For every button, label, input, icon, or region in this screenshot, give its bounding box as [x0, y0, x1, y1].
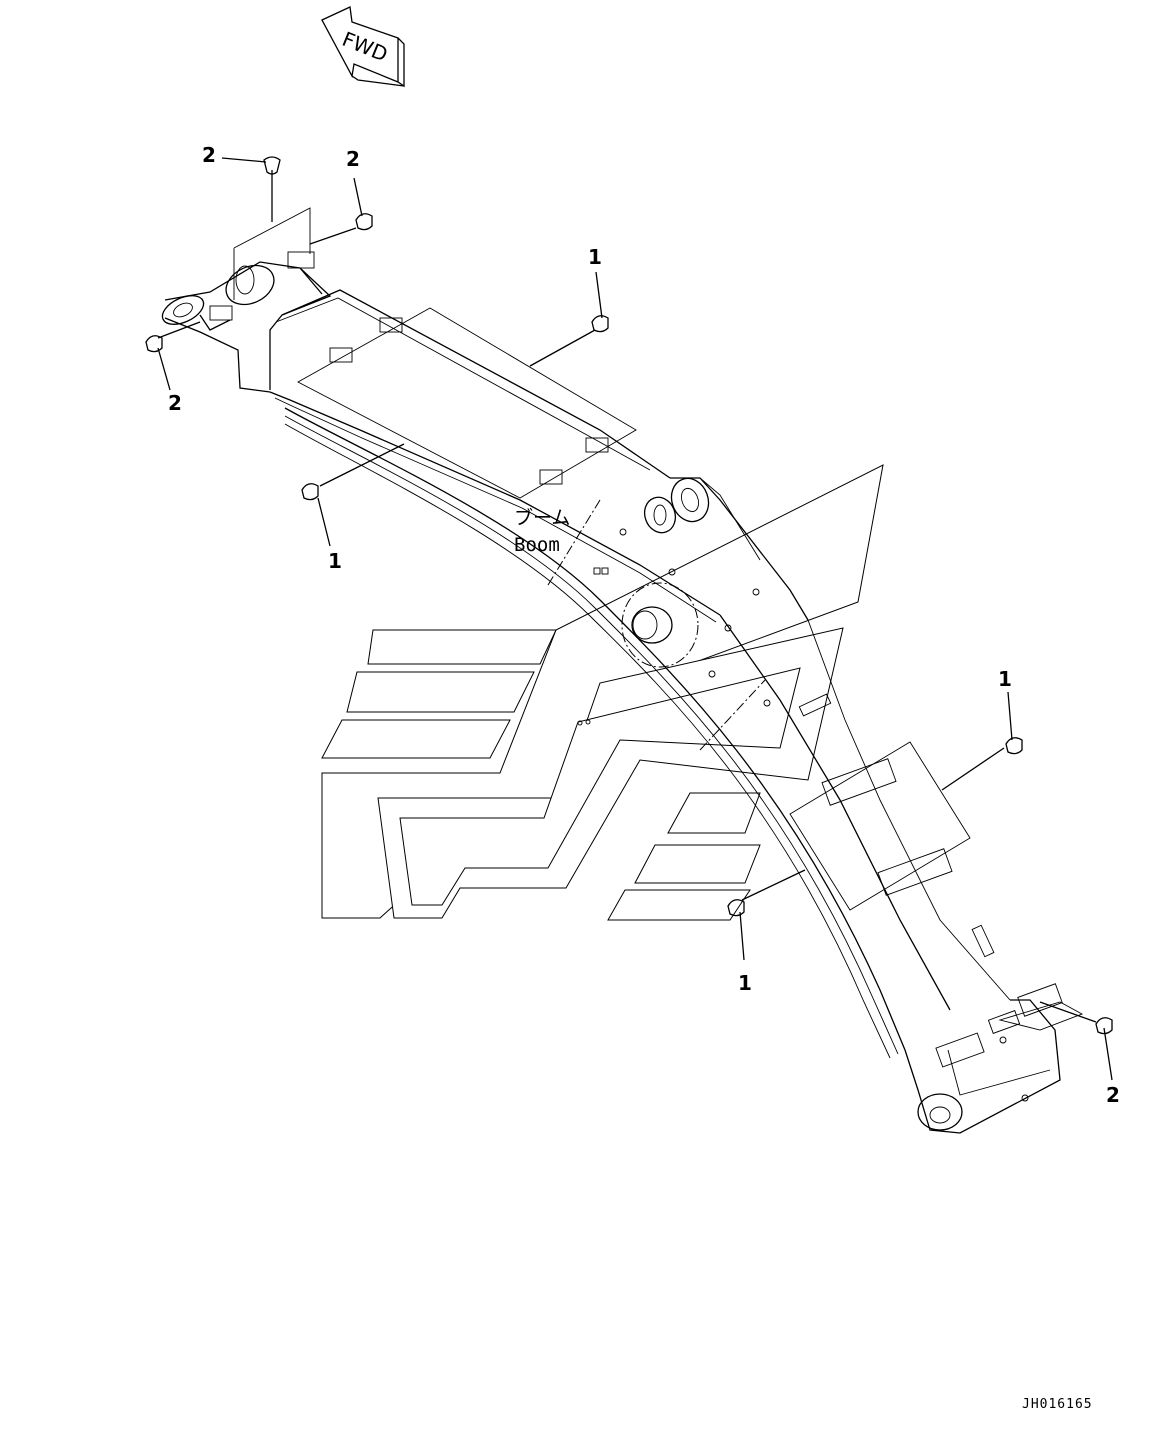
- leader-lines: [157, 157, 1113, 1081]
- callout-2-top: 2: [346, 147, 360, 171]
- callout-2-bottom-right: 2: [1106, 1083, 1120, 1107]
- cap-icon: [727, 899, 745, 917]
- callout-1-upper: 1: [588, 245, 602, 269]
- drawing-number: JH016165: [1022, 1397, 1093, 1412]
- cap-icon: [355, 213, 373, 231]
- upper-clamps: [209, 207, 637, 499]
- part-label-english: Boom: [514, 534, 560, 556]
- cap-icon: [1005, 737, 1023, 755]
- fwd-arrow-icon: FWD: [321, 6, 405, 88]
- part-label-japanese: ブーム: [514, 506, 570, 529]
- callout-1-mid-left: 1: [328, 549, 342, 573]
- callout-1-lower: 1: [738, 971, 752, 995]
- callout-2-left: 2: [168, 391, 182, 415]
- callout-1-right: 1: [998, 667, 1012, 691]
- cap-icon: [591, 315, 609, 333]
- watermark-logo: [321, 464, 884, 921]
- cap-icon: [1095, 1017, 1113, 1035]
- boom-assembly: [161, 261, 1061, 1134]
- cap-icon: [301, 483, 319, 501]
- cap-icon: [145, 335, 163, 353]
- lower-clamps: [789, 741, 1084, 1068]
- callout-2-top-left: 2: [202, 143, 216, 167]
- cap-icon: [263, 156, 281, 175]
